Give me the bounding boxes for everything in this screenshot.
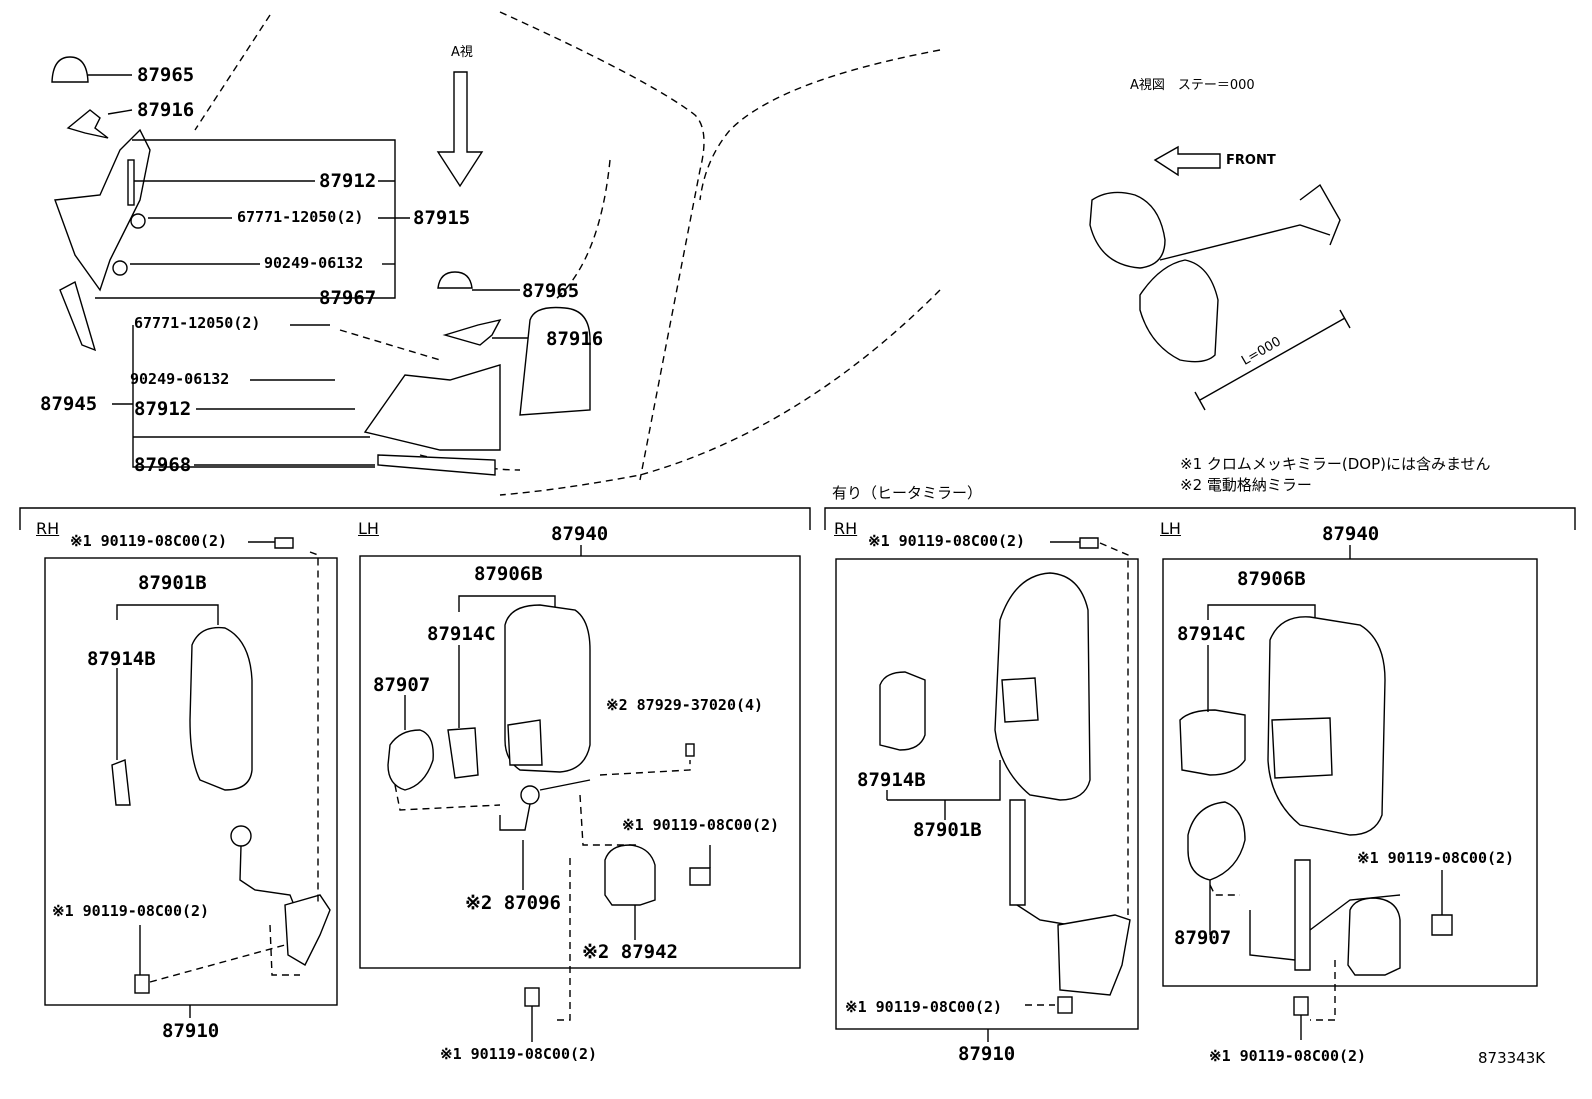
left-rh-assy: 87901B — [138, 572, 207, 594]
label-90249-b: 90249-06132 — [130, 370, 230, 388]
label-87968: 87968 — [134, 454, 192, 476]
right-rh-bolt-bottom: ※1 90119-08C00(2) — [845, 998, 1003, 1016]
left-rh-bolt-top: ※1 90119-08C00(2) — [70, 532, 228, 550]
label-87967: 87967 — [319, 287, 377, 309]
left-lh-bolt-bottom: ※1 90119-08C00(2) — [440, 1045, 598, 1063]
left-lh-side: LH — [358, 519, 379, 538]
label-87916-a: 87916 — [137, 99, 195, 121]
right-lh-side: LH — [1160, 519, 1181, 538]
front-label: FRONT — [1226, 153, 1276, 168]
view-a-arrow-label: A視 — [451, 45, 473, 60]
label-87945: 87945 — [40, 393, 98, 415]
note-2: ※2 電動格納ミラー — [1180, 476, 1312, 494]
left-lh-stay: ※2 87096 — [465, 892, 561, 914]
right-group-header: 有り（ヒータミラー） — [832, 484, 983, 502]
label-67771-a: 67771-12050(2) — [237, 208, 364, 226]
right-lh-assy: 87906B — [1237, 568, 1306, 590]
left-lh-bolt-mid: ※1 90119-08C00(2) — [622, 816, 780, 834]
right-rh-box — [835, 558, 1139, 1030]
view-a-arrow-shape — [436, 71, 484, 188]
right-lh-glass: 87914C — [1177, 623, 1246, 645]
label-87965-b: 87965 — [522, 280, 580, 302]
front-arrow-shape — [1153, 145, 1221, 177]
note-1: ※1 クロムメッキミラー(DOP)には含みません — [1180, 455, 1491, 473]
right-rh-side: RH — [834, 519, 858, 538]
right-lh-main: 87940 — [1322, 523, 1380, 545]
left-lh-screw: ※2 87929-37020(4) — [606, 696, 764, 714]
label-87912-a: 87912 — [319, 170, 377, 192]
right-rh-bolt-top: ※1 90119-08C00(2) — [868, 532, 1026, 550]
label-90249-a: 90249-06132 — [264, 254, 364, 272]
left-rh-side: RH — [36, 519, 60, 538]
left-rh-glass: 87914B — [87, 648, 156, 670]
left-rh-base: 87910 — [162, 1020, 220, 1042]
clip-87916-a-shape — [66, 109, 109, 139]
right-lh-under-mirror: 87907 — [1174, 927, 1232, 949]
left-lh-assy: 87906B — [474, 563, 543, 585]
left-lh-box — [359, 555, 801, 969]
right-group-bracket — [824, 507, 1576, 530]
label-67771-b: 67771-12050(2) — [134, 314, 261, 332]
right-rh-glass: 87914B — [857, 769, 926, 791]
label-87916-b: 87916 — [546, 328, 604, 350]
figure-id: 873343K — [1478, 1049, 1546, 1067]
left-rh-bolt-bottom: ※1 90119-08C00(2) — [52, 902, 210, 920]
label-87965-a: 87965 — [137, 64, 195, 86]
left-lh-under-mirror: 87907 — [373, 674, 431, 696]
right-rh-base: 87910 — [958, 1043, 1016, 1065]
right-rh-assy: 87901B — [913, 819, 982, 841]
left-group-bracket — [19, 507, 811, 530]
left-rh-box — [44, 557, 338, 1006]
left-lh-glass: 87914C — [427, 623, 496, 645]
left-lh-main: 87940 — [551, 523, 609, 545]
label-87915: 87915 — [413, 207, 471, 229]
right-lh-bolt-bottom: ※1 90119-08C00(2) — [1209, 1047, 1367, 1065]
label-87912-b: 87912 — [134, 398, 192, 420]
cap-87965-a-shape — [51, 56, 89, 83]
right-lh-bolt-mid: ※1 90119-08C00(2) — [1357, 849, 1515, 867]
view-a-title: A視図 ステー＝000 — [1130, 78, 1255, 93]
left-lh-motor: ※2 87942 — [582, 941, 678, 963]
mirror-housing-upper — [54, 128, 151, 292]
